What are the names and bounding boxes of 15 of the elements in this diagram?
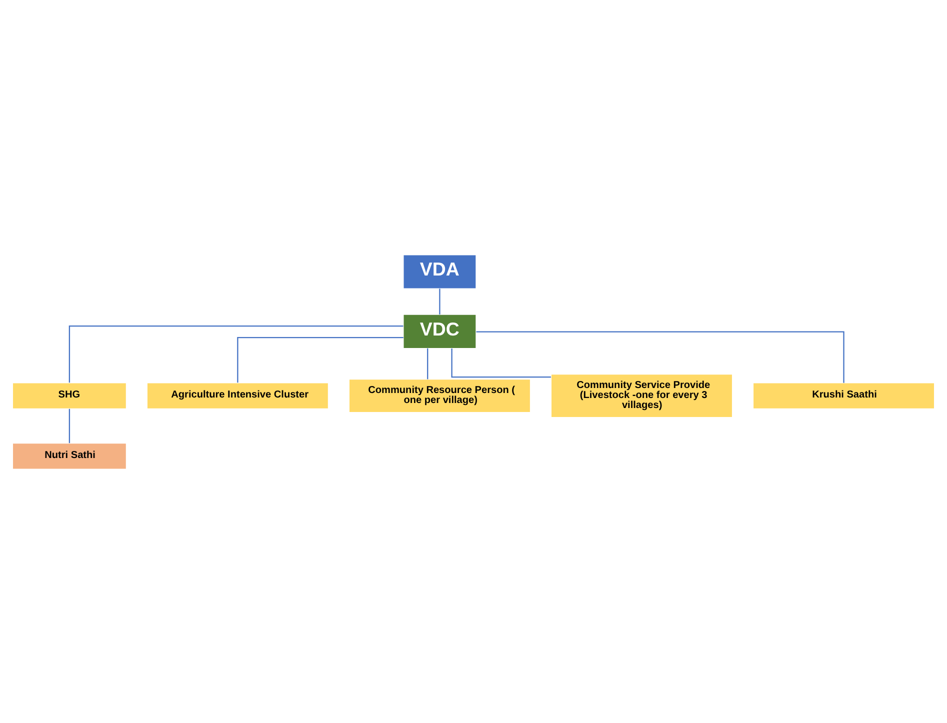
connector — [237, 336, 404, 382]
connector — [68, 408, 70, 443]
node-box: Community Service Provide (Livestock -one for every 3 villages) — [550, 373, 733, 418]
node-box: Community Resource Person ( one per village) — [348, 378, 531, 412]
connector — [451, 348, 551, 378]
node-box: Krushi Saathi — [752, 382, 935, 409]
connector — [476, 330, 844, 382]
node-box: SHG — [12, 382, 127, 409]
connector — [427, 348, 428, 379]
node-box: Nutri Sathi — [12, 442, 127, 469]
node-box: VDA — [403, 254, 476, 289]
connector — [439, 288, 440, 314]
connector — [68, 324, 404, 382]
node-box: VDC — [403, 314, 476, 348]
node-box: Agriculture Intensive Cluster — [146, 382, 329, 409]
